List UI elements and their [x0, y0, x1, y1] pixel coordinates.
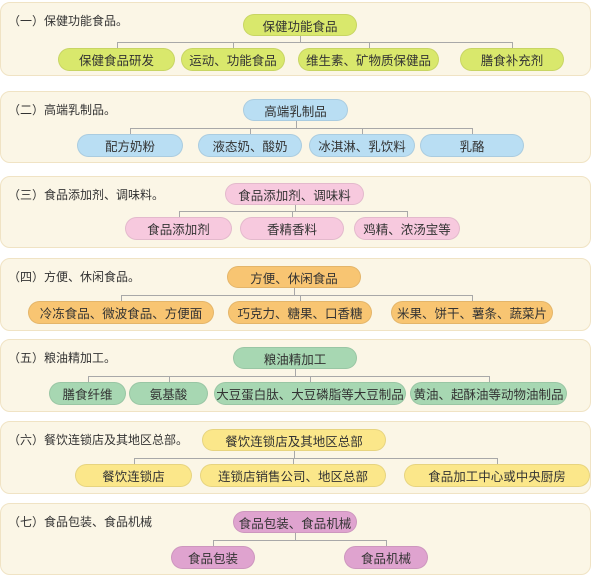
child-node: 餐饮连锁店 — [75, 464, 192, 487]
connector-bus — [116, 42, 513, 43]
section-label: （五）粮油精加工。 — [8, 351, 117, 365]
connector-line — [300, 36, 301, 42]
connector-line — [130, 128, 131, 134]
connector-line — [178, 211, 180, 217]
section-s3: （三）食品添加剂、调味料。 食品添加剂、调味料食品添加剂香精香料鸡精、浓汤宝等 — [0, 176, 591, 248]
root-node: 粮油精加工 — [233, 347, 357, 369]
child-node: 食品机械 — [344, 546, 428, 569]
connector-line — [292, 211, 293, 217]
child-node: 保健食品研发 — [58, 48, 175, 71]
section-s5: （五）粮油精加工。 粮油精加工膳食纤维氨基酸大豆蛋白肽、大豆磷脂等大豆制品黄油、起… — [0, 339, 591, 412]
child-node: 氨基酸 — [129, 382, 208, 405]
child-node: 液态奶、酸奶 — [198, 134, 302, 157]
connector-line — [310, 376, 311, 382]
connector-line — [295, 121, 297, 128]
connector-line — [121, 295, 122, 301]
connector-bus — [130, 128, 473, 129]
child-node: 鸡精、浓汤宝等 — [354, 217, 460, 240]
child-node: 食品加工中心或中央厨房 — [404, 464, 590, 487]
root-node: 高端乳制品 — [243, 99, 348, 121]
child-node: 米果、饼干、薯条、蔬菜片 — [391, 301, 553, 324]
child-node: 食品添加剂 — [125, 217, 232, 240]
connector-line — [250, 128, 251, 134]
child-node: 冰淇淋、乳饮料 — [309, 134, 415, 157]
section-s4: （四）方便、休闲食品。 方便、休闲食品冷冻食品、微波食品、方便面巧克力、糖果、口香… — [0, 258, 591, 331]
connector-line — [472, 295, 473, 301]
root-node: 餐饮连锁店及其地区总部 — [202, 429, 386, 451]
connector-line — [213, 540, 214, 546]
section-s1: （一）保健功能食品。 保健功能食品保健食品研发运动、功能食品维生素、矿物质保健品膳… — [0, 2, 591, 76]
connector-line — [87, 376, 89, 382]
connector-bus — [87, 376, 490, 377]
root-node: 食品包装、食品机械 — [233, 511, 357, 533]
section-s7: （七）食品包装、食品机械 食品包装、食品机械食品包装 食品机械 — [0, 503, 591, 575]
section-label: （二）高端乳制品。 — [8, 103, 117, 117]
connector-line — [368, 42, 370, 48]
connector-line — [497, 458, 498, 464]
connector-line — [472, 128, 473, 134]
child-node: 乳酪 — [420, 134, 524, 157]
section-s2: （二）高端乳制品。 高端乳制品配方奶粉液态奶、酸奶冰淇淋、乳饮料乳酪 — [0, 91, 591, 163]
section-label: （七）食品包装、食品机械 — [8, 515, 153, 529]
connector-line — [133, 458, 135, 464]
root-node: 食品添加剂、调味料 — [225, 183, 364, 205]
child-node: 香精香料 — [240, 217, 344, 240]
root-node: 保健功能食品 — [243, 14, 357, 36]
child-node: 运动、功能食品 — [181, 48, 285, 71]
child-node: 膳食纤维 — [49, 382, 126, 405]
child-node: 大豆蛋白肽、大豆磷脂等大豆制品 — [214, 382, 406, 405]
child-node: 巧克力、糖果、口香糖 — [228, 301, 372, 324]
connector-line — [294, 205, 296, 211]
child-node: 配方奶粉 — [77, 134, 183, 157]
root-node: 方便、休闲食品 — [227, 266, 361, 288]
connector-line — [294, 288, 295, 295]
connector-line — [407, 211, 408, 217]
connector-bus — [133, 458, 498, 459]
connector-bus — [213, 540, 387, 541]
connector-line — [295, 369, 296, 376]
connector-line — [168, 376, 170, 382]
child-node: 黄油、起酥油等动物油制品 — [410, 382, 567, 405]
connector-line — [488, 376, 490, 382]
connector-line — [386, 540, 387, 546]
child-node: 膳食补充剂 — [460, 48, 564, 71]
child-node: 维生素、矿物质保健品 — [298, 48, 439, 71]
section-s6: （六）餐饮连锁店及其地区总部。餐饮连锁店及其地区总部餐饮连锁店连锁店销售公司、地… — [0, 421, 591, 494]
connector-line — [295, 533, 296, 540]
connector-bus — [178, 211, 408, 212]
child-node: 冷冻食品、微波食品、方便面 — [28, 301, 214, 324]
connector-line — [293, 458, 294, 464]
connector-line — [116, 42, 118, 48]
child-node: 连锁店销售公司、地区总部 — [200, 464, 386, 487]
connector-bus — [121, 295, 473, 296]
connector-line — [362, 128, 363, 134]
connector-line — [233, 42, 234, 48]
connector-line — [512, 42, 513, 48]
section-label: （四）方便、休闲食品。 — [8, 270, 141, 284]
connector-line — [300, 295, 301, 301]
section-label: （六）餐饮连锁店及其地区总部。 — [8, 433, 189, 447]
section-label: （一）保健功能食品。 — [8, 14, 129, 28]
section-label: （三）食品添加剂、调味料。 — [8, 188, 165, 202]
child-node: 食品包装 — [171, 546, 255, 569]
connector-line — [294, 451, 295, 458]
